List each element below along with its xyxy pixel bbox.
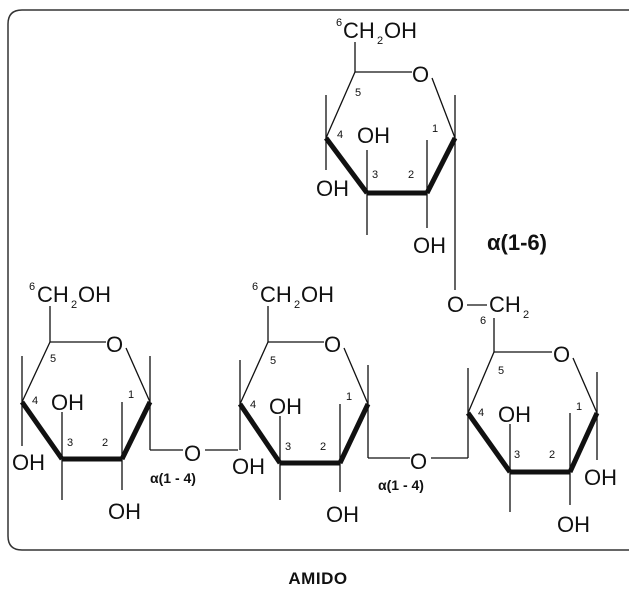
ch2oh-label: CH [37, 282, 69, 307]
c2-number: 2 [102, 437, 108, 449]
ch2oh-oh: OH [78, 282, 111, 307]
glucose-ring-middle: 6 CH 2 OH O 5 4 3 2 1 OH OH OH [232, 281, 371, 527]
c1-number: 1 [346, 391, 352, 403]
c5-number: 5 [270, 355, 276, 367]
c5-number: 5 [355, 87, 361, 99]
c6-number: 6 [336, 17, 342, 29]
c5-number: 5 [498, 365, 504, 377]
c2-number: 2 [549, 449, 555, 461]
oh-c2: OH [413, 233, 446, 258]
c1-number: 1 [432, 123, 438, 135]
ch2oh-oh: OH [301, 282, 334, 307]
c1-number: 1 [576, 401, 582, 413]
ch2oh-label: CH [343, 18, 375, 43]
c2-number: 2 [320, 441, 326, 453]
bridge-oxygen: O [410, 449, 427, 474]
oh-c4: OH [498, 402, 531, 427]
ch2oh-subscript: 2 [294, 299, 300, 311]
c1-number: 1 [128, 389, 134, 401]
oh-c3: OH [316, 176, 349, 201]
alpha-1-6-oxygen: O [447, 292, 464, 317]
oh-c4: OH [269, 394, 302, 419]
c3-number: 3 [67, 437, 73, 449]
c6-number: 6 [29, 281, 35, 293]
ch2-subscript: 2 [523, 309, 529, 321]
c2-number: 2 [408, 169, 414, 181]
alpha-1-4-label: α(1 - 4) [150, 470, 196, 486]
oh-c2: OH [557, 512, 590, 537]
ch2oh-subscript: 2 [377, 35, 383, 47]
alpha-1-6-label: α(1-6) [487, 230, 547, 255]
alpha-1-4-label: α(1 - 4) [378, 477, 424, 493]
oh-c3: OH [232, 454, 265, 479]
oh-c1: OH [584, 465, 617, 490]
diagram-caption: AMIDO [288, 569, 347, 588]
ch2oh-subscript: 2 [71, 299, 77, 311]
glucose-ring-top: 6 CH 2 OH O 5 4 3 2 1 OH OH OH [316, 17, 458, 290]
ring-oxygen: O [324, 332, 341, 357]
oh-c2: OH [326, 502, 359, 527]
oh-c4: OH [357, 123, 390, 148]
c5-number: 5 [50, 353, 56, 365]
glucose-ring-left: 6 CH 2 OH O 5 4 3 2 1 OH OH OH [12, 281, 153, 524]
c6-number: 6 [480, 315, 486, 327]
ch2oh-label: CH [260, 282, 292, 307]
bridge-oxygen: O [184, 441, 201, 466]
oh-c3: OH [12, 450, 45, 475]
oh-c4: OH [51, 390, 84, 415]
ring-oxygen: O [553, 342, 570, 367]
alpha-1-4-bridge-left: O α(1 - 4) [150, 441, 238, 486]
c3-number: 3 [285, 441, 291, 453]
alpha-1-4-bridge-right: O α(1 - 4) [368, 449, 468, 493]
glucose-ring-right: O CH 2 6 O 5 4 3 2 1 OH OH OH [447, 292, 617, 537]
ring-oxygen: O [412, 62, 429, 87]
c4-number: 4 [337, 129, 343, 141]
ch2oh-oh: OH [384, 18, 417, 43]
c4-number: 4 [478, 407, 484, 419]
c4-number: 4 [250, 399, 256, 411]
c3-number: 3 [372, 169, 378, 181]
c3-number: 3 [514, 449, 520, 461]
c4-number: 4 [32, 395, 38, 407]
ch2-label: CH [489, 292, 521, 317]
oh-c2: OH [108, 499, 141, 524]
ring-oxygen: O [106, 332, 123, 357]
diagram-frame [7, 9, 629, 551]
c6-number: 6 [252, 281, 258, 293]
